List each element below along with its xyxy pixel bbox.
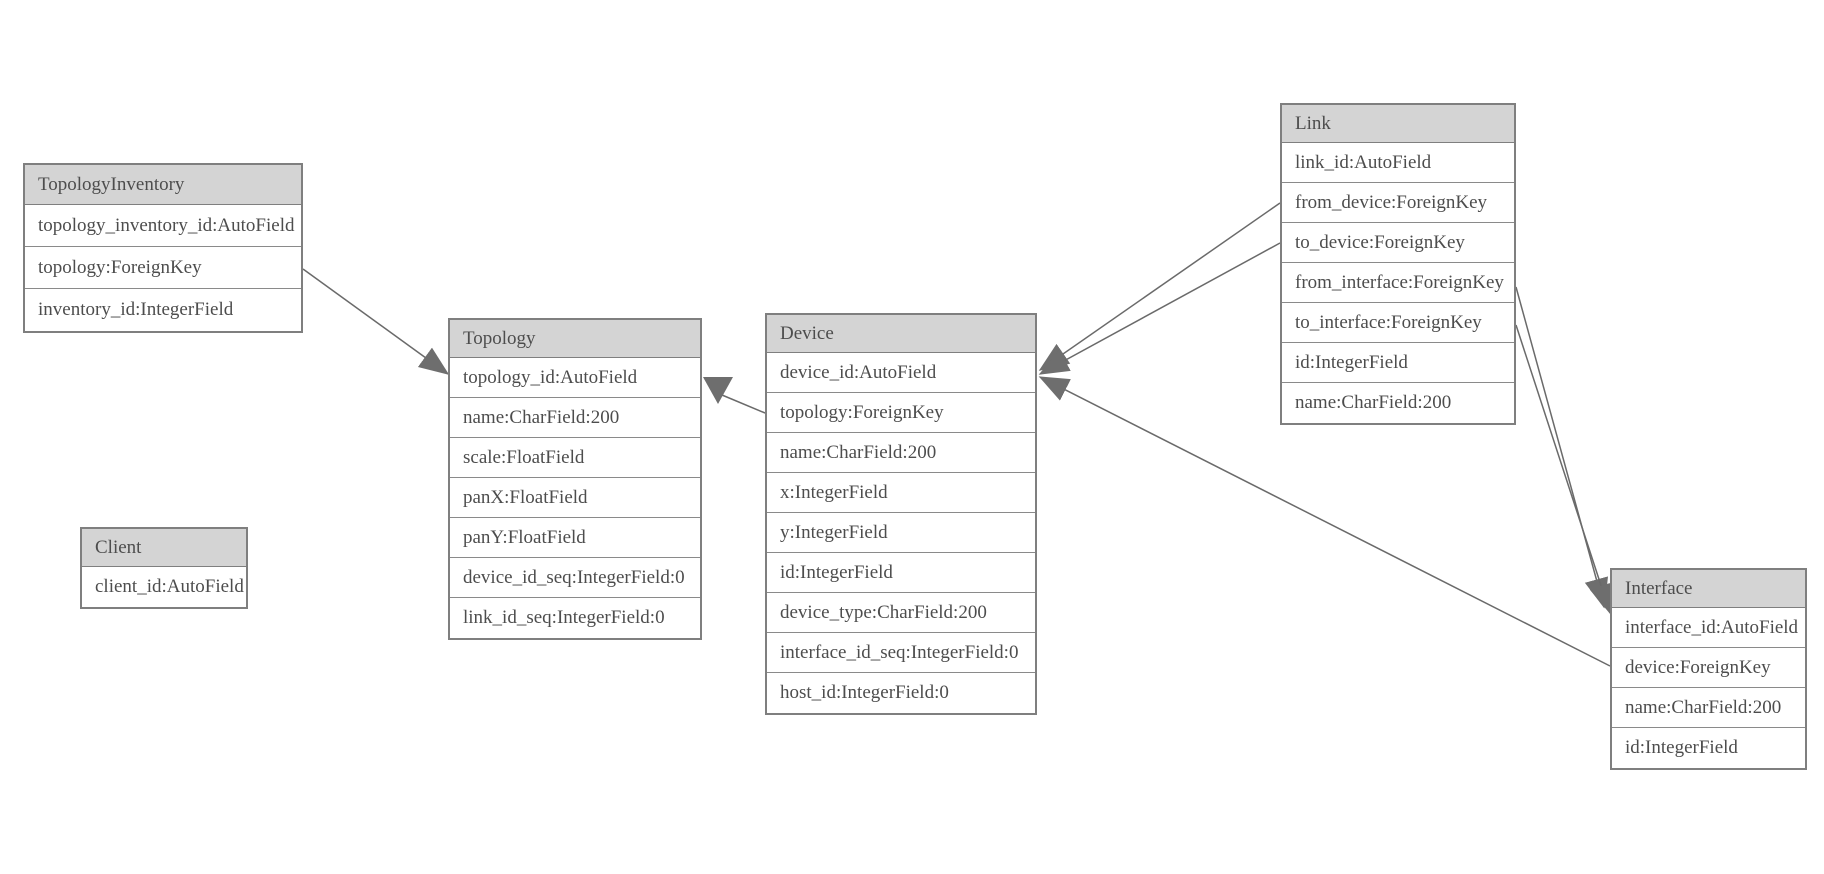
entity-title-topology: Topology [450, 320, 700, 358]
field-row: host_id:IntegerField:0 [767, 673, 1035, 713]
field-row: topology_inventory_id:AutoField [25, 205, 301, 247]
field-row: id:IntegerField [1612, 728, 1805, 768]
entity-title-device: Device [767, 315, 1035, 353]
field-row: to_device:ForeignKey [1282, 223, 1514, 263]
field-row: to_interface:ForeignKey [1282, 303, 1514, 343]
field-row: name:CharField:200 [450, 398, 700, 438]
field-row: x:IntegerField [767, 473, 1035, 513]
edge-topologyinventory-topology [302, 268, 450, 375]
edge-link-todevice-device [1038, 242, 1281, 375]
field-row: interface_id_seq:IntegerField:0 [767, 633, 1035, 673]
field-row: name:CharField:200 [1612, 688, 1805, 728]
field-row: device_id:AutoField [767, 353, 1035, 393]
edge-device-topology [721, 394, 766, 414]
edge-link-fromdevice-device [1038, 202, 1281, 371]
field-row: panY:FloatField [450, 518, 700, 558]
field-row: id:IntegerField [1282, 343, 1514, 383]
entity-title-topologyinventory: TopologyInventory [25, 165, 301, 205]
entity-table-topologyinventory: TopologyInventory topology_inventory_id:… [23, 163, 303, 333]
field-row: topology_id:AutoField [450, 358, 700, 398]
field-row: interface_id:AutoField [1612, 608, 1805, 648]
entity-title-link: Link [1282, 105, 1514, 143]
field-row: device_id_seq:IntegerField:0 [450, 558, 700, 598]
field-row: topology:ForeignKey [767, 393, 1035, 433]
field-row: y:IntegerField [767, 513, 1035, 553]
field-row: id:IntegerField [767, 553, 1035, 593]
field-row: from_interface:ForeignKey [1282, 263, 1514, 303]
edge-link-tointerface-interface [1515, 324, 1613, 615]
entity-title-client: Client [82, 529, 246, 567]
field-row: scale:FloatField [450, 438, 700, 478]
field-row: link_id_seq:IntegerField:0 [450, 598, 700, 638]
entity-title-interface: Interface [1612, 570, 1805, 608]
field-row: inventory_id:IntegerField [25, 289, 301, 331]
field-row: link_id:AutoField [1282, 143, 1514, 183]
entity-table-client: Client client_id:AutoField [80, 527, 248, 609]
field-row: device:ForeignKey [1612, 648, 1805, 688]
field-row: panX:FloatField [450, 478, 700, 518]
entity-fields: client_id:AutoField [82, 567, 246, 607]
field-row: client_id:AutoField [82, 567, 246, 607]
edge-interface-device [1038, 376, 1611, 667]
edge-link-frominterface-interface [1515, 286, 1609, 609]
field-row: from_device:ForeignKey [1282, 183, 1514, 223]
field-row: topology:ForeignKey [25, 247, 301, 289]
field-row: name:CharField:200 [1282, 383, 1514, 423]
field-row: device_type:CharField:200 [767, 593, 1035, 633]
edge-device-topology-arrowhead [703, 377, 733, 404]
field-row: name:CharField:200 [767, 433, 1035, 473]
